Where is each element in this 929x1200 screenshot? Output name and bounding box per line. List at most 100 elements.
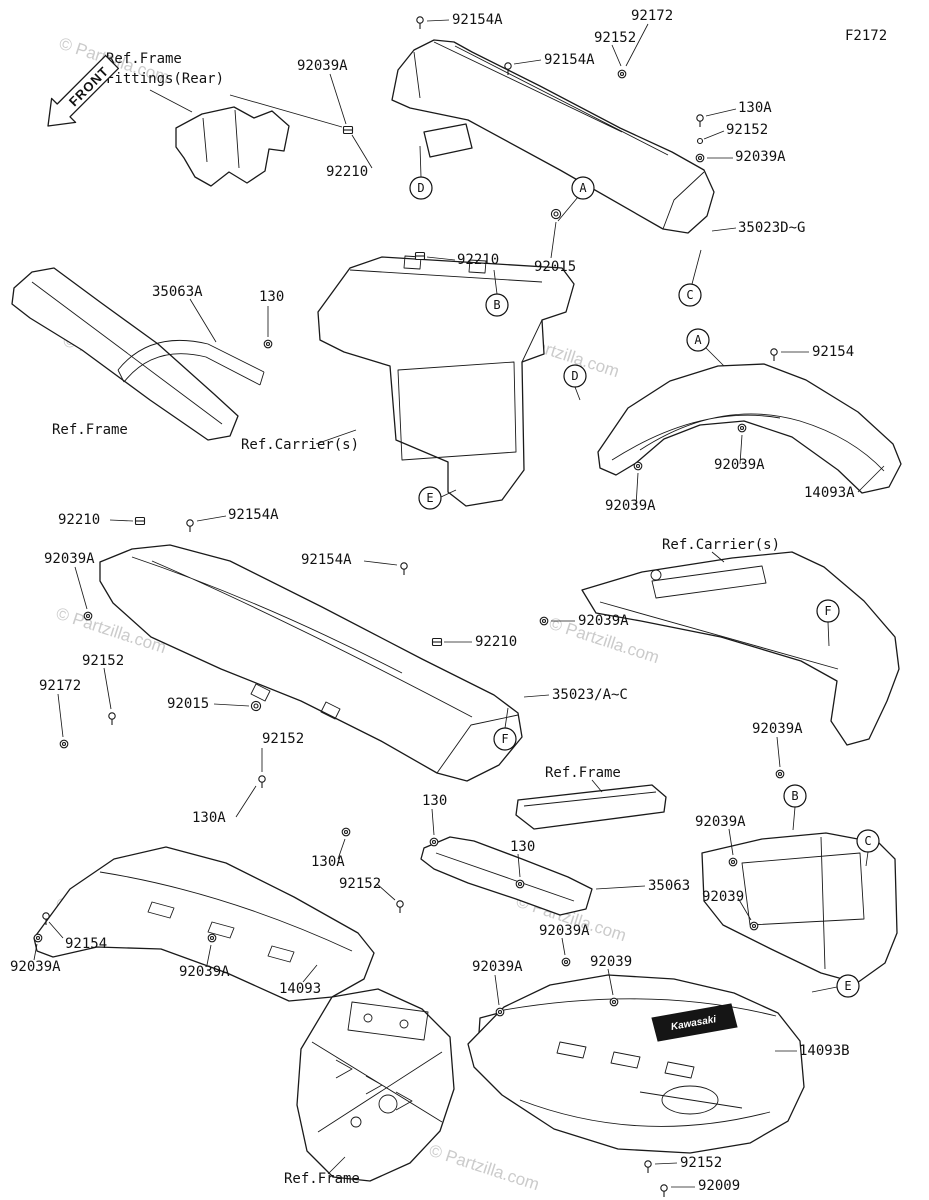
part-right-carrier [581, 551, 900, 746]
balloon-letter: B [493, 298, 500, 312]
balloon-letter: D [417, 181, 424, 195]
ref-label: Ref.Frame [545, 765, 621, 781]
front-arrow-shape [47, 54, 120, 127]
balloon-b: B [783, 784, 807, 808]
bolt-icon [83, 611, 93, 621]
clip-icon [431, 637, 443, 647]
part-label: 14093A [804, 485, 855, 501]
part-frame-fittings-rear [175, 106, 290, 187]
part-label: 92154 [65, 936, 107, 952]
part-label: 130A [738, 100, 772, 116]
part-label: 92210 [475, 634, 517, 650]
balloon-f: F [816, 599, 840, 623]
bolt-icon [33, 933, 43, 943]
part-label: 92039A [297, 58, 348, 74]
balloon-e: E [836, 974, 860, 998]
part-fender-14093 [33, 846, 375, 1002]
balloon-letter: A [694, 333, 702, 347]
part-label: 130 [259, 289, 284, 305]
screw-icon [696, 114, 704, 128]
part-fender-14093a [597, 363, 902, 494]
balloon-letter: F [501, 732, 508, 746]
part-label: 92154A [544, 52, 595, 68]
screw-icon [416, 16, 424, 30]
bolt-icon [341, 827, 351, 837]
leader-lines [33, 19, 885, 1188]
balloon-c: C [856, 829, 880, 853]
screw-icon [770, 348, 778, 362]
part-label: 35023D~G [738, 220, 805, 236]
part-label: 130 [510, 839, 535, 855]
part-label: 92152 [82, 653, 124, 669]
balloon-letter: D [571, 369, 578, 383]
bolt-icon [495, 1007, 505, 1017]
clip-icon [134, 516, 146, 526]
part-label: 92210 [326, 164, 368, 180]
part-label: 92210 [58, 512, 100, 528]
grommet-icon [250, 700, 262, 712]
balloon-letter: E [426, 491, 433, 505]
part-label: 92152 [594, 30, 636, 46]
part-labels: 92154A 92172 92152 92039A 92154A Ref.Fra… [10, 8, 855, 1194]
part-label: 130A [311, 854, 345, 870]
part-label: 35063A [152, 284, 203, 300]
screw-icon [396, 900, 404, 914]
ref-label: Ref.Frame [52, 422, 128, 438]
part-label: 92015 [167, 696, 209, 712]
hardware [33, 16, 785, 1198]
balloon-a: A [571, 176, 595, 200]
balloon-letter: C [686, 288, 693, 302]
part-rear-side-panel [701, 832, 898, 984]
part-hoop-35063a [117, 339, 265, 386]
part-label: 92039A [578, 613, 629, 629]
ref-label: Ref.Frame [284, 1171, 360, 1187]
part-label: 14093B [799, 1043, 850, 1059]
washer-icon [696, 137, 704, 145]
balloon-letter: F [824, 604, 831, 618]
part-label: 92210 [457, 252, 499, 268]
part-label: 92154 [812, 344, 854, 360]
bolt-icon [539, 616, 549, 626]
screw-icon [660, 1184, 668, 1198]
part-label: 92039A [714, 457, 765, 473]
ref-label: Fittings(Rear) [106, 71, 224, 87]
ref-label: Ref.Frame [106, 51, 182, 67]
screw-icon [258, 775, 266, 789]
part-label: 92152 [680, 1155, 722, 1171]
part-label: 92152 [262, 731, 304, 747]
part-bottom-frame [296, 988, 455, 1182]
balloon-a: A [686, 328, 710, 352]
part-label: 92039A [605, 498, 656, 514]
balloon-f: F [493, 727, 517, 751]
part-ref-frame-bar [515, 784, 667, 830]
bolt-icon [207, 933, 217, 943]
part-label: 92152 [726, 122, 768, 138]
part-label: 92154A [301, 552, 352, 568]
part-label: 92039A [44, 551, 95, 567]
part-label: 92154A [452, 12, 503, 28]
callout-balloons: D A B C A D E F F B C E [409, 176, 880, 998]
part-label: 130 [422, 793, 447, 809]
balloon-e: E [418, 486, 442, 510]
part-center-carrier [317, 256, 575, 507]
part-label: 92015 [534, 259, 576, 275]
bolt-icon [59, 739, 69, 749]
part-label: 92039A [10, 959, 61, 975]
balloon-letter: B [791, 789, 798, 803]
clip-icon [414, 251, 426, 261]
screw-icon [400, 562, 408, 576]
bolt-icon [728, 857, 738, 867]
part-label: 92039 [590, 954, 632, 970]
balloon-d: D [563, 364, 587, 388]
bolt-icon [429, 837, 439, 847]
balloon-letter: E [844, 979, 851, 993]
part-label: 92154A [228, 507, 279, 523]
part-label: 92039A [179, 964, 230, 980]
bolt-icon [695, 153, 705, 163]
part-label: 14093 [279, 981, 321, 997]
part-label: 35023/A~C [552, 687, 628, 703]
part-bumper-14093b [467, 974, 805, 1154]
front-arrow: FRONT [47, 54, 120, 127]
screw-icon [186, 519, 194, 533]
